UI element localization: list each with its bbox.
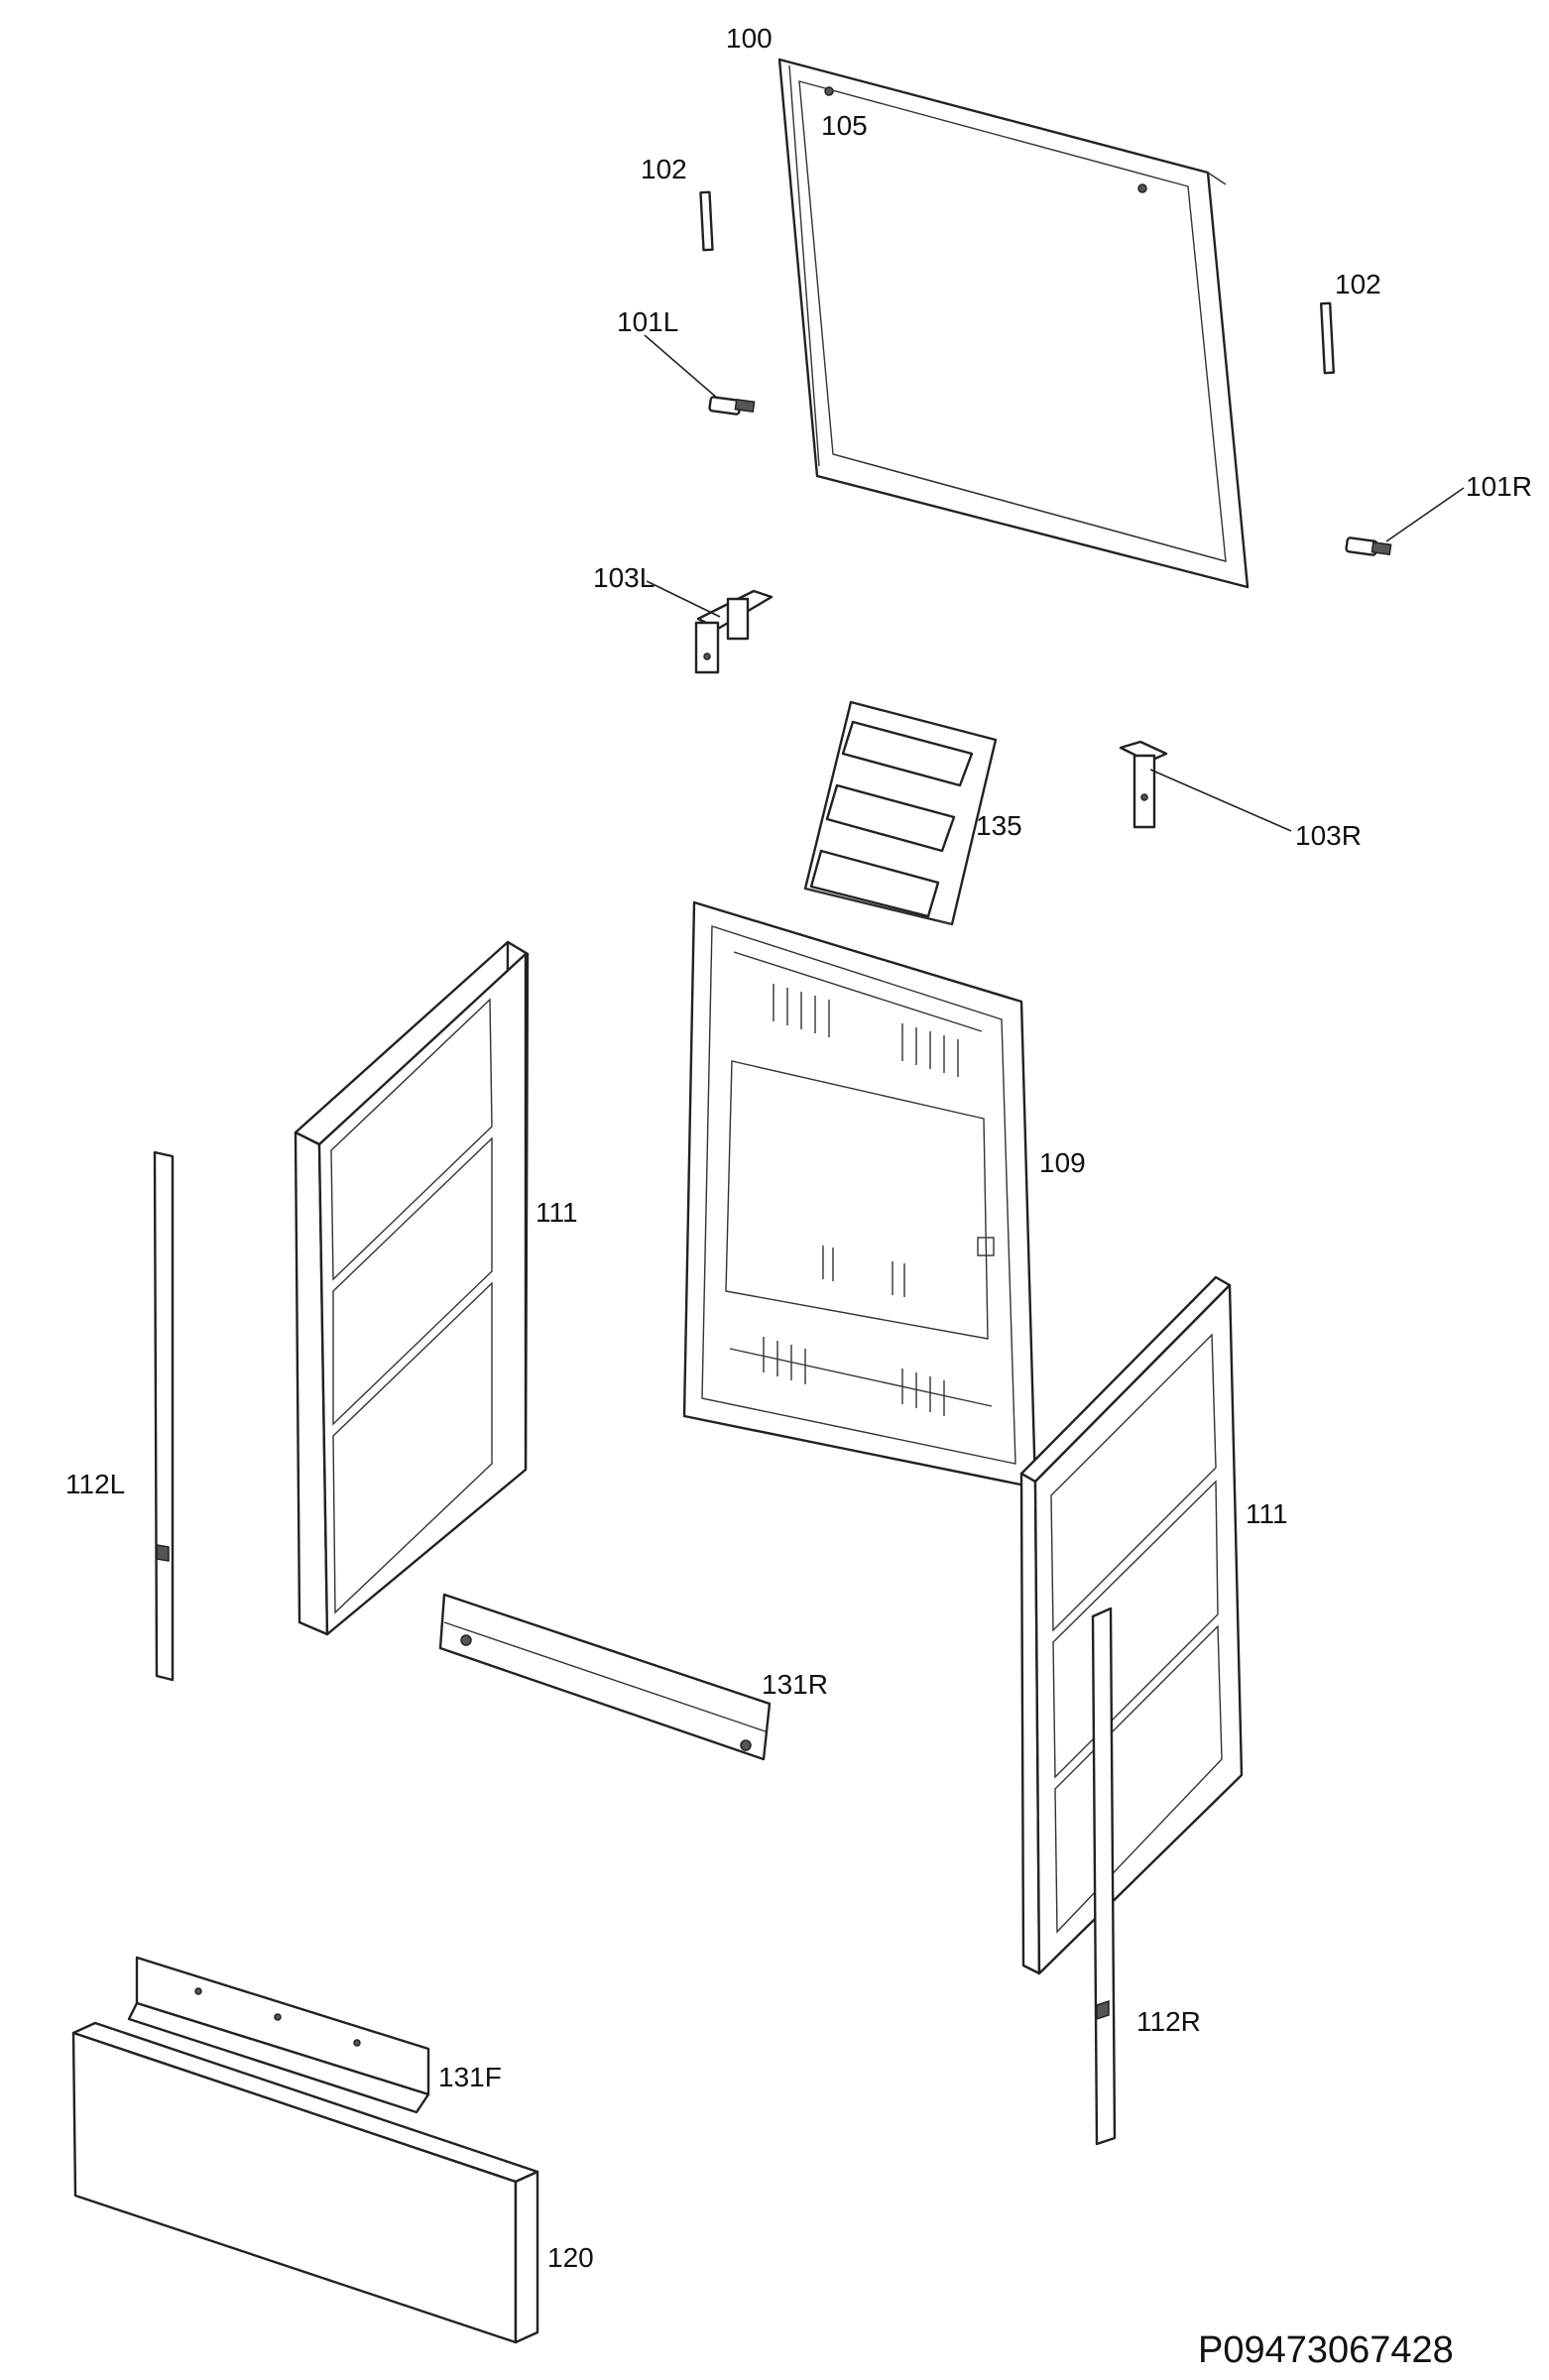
part-111-left-side-frame — [294, 940, 530, 1636]
part-101R-hinge-pin — [1345, 536, 1392, 556]
part-131F-rail — [127, 1956, 430, 2114]
part-102-left-strip — [699, 190, 714, 252]
label-103R: 103R — [1295, 820, 1362, 851]
part-112L-strip — [153, 1150, 175, 1682]
label-111-left: 111 — [536, 1197, 578, 1228]
part-131R-rail — [438, 1593, 772, 1761]
part-111-right-side-frame — [1019, 1275, 1244, 1975]
label-101L: 101L — [617, 306, 678, 337]
part-109-back-panel — [682, 900, 1037, 1489]
label-102-left: 102 — [641, 154, 687, 184]
label-111-right: 111 — [1246, 1498, 1288, 1529]
label-102-right: 102 — [1335, 269, 1381, 299]
leader-lines — [644, 334, 1465, 832]
label-109: 109 — [1039, 1147, 1086, 1178]
drawing-code: P09473067428 — [1198, 2329, 1454, 2371]
label-103L: 103L — [593, 562, 655, 593]
label-100: 100 — [726, 23, 773, 54]
part-102-right-strip — [1319, 301, 1336, 375]
label-101R: 101R — [1466, 471, 1532, 502]
label-135: 135 — [976, 810, 1022, 841]
label-105: 105 — [821, 110, 868, 141]
label-112R: 112R — [1136, 2006, 1201, 2037]
label-120: 120 — [547, 2242, 594, 2273]
part-112R-strip — [1091, 1606, 1117, 2146]
label-131R: 131R — [762, 1669, 828, 1700]
part-103R-bracket — [1119, 740, 1168, 829]
label-131F: 131F — [438, 2062, 502, 2092]
part-135-ribbed-panel — [803, 700, 998, 926]
part-103L-bracket — [694, 589, 774, 674]
part-100-top-frame — [777, 58, 1250, 589]
label-112L: 112L — [65, 1469, 125, 1499]
part-101L-hinge-pin — [708, 396, 756, 416]
part-120-kick-panel — [71, 2021, 539, 2344]
